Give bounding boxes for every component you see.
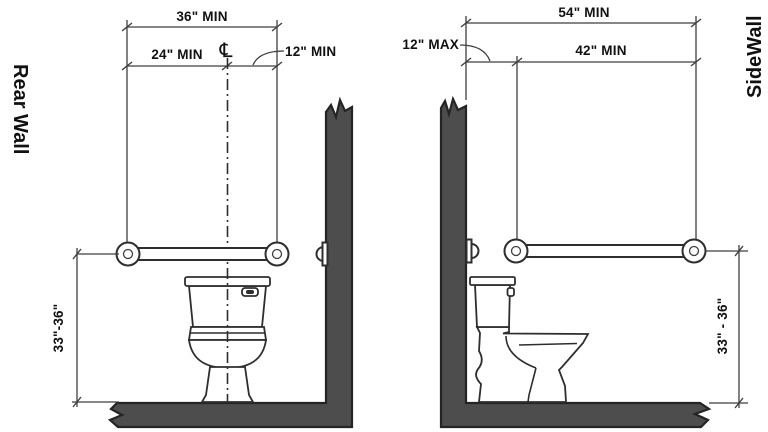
rear-view-wall-and-floor — [107, 96, 354, 429]
grab-bar-flange-right-inner — [271, 248, 283, 260]
flush-handle-grip — [246, 290, 254, 294]
dim-label-12-min: 12" MIN — [285, 44, 336, 59]
leader-arc-12-max — [459, 44, 491, 62]
centerline-symbol: ℄ — [219, 40, 233, 62]
dim-tick — [271, 22, 283, 32]
dim-tick — [72, 396, 82, 408]
dim-label-height-rear: 33"-36" — [51, 304, 66, 353]
grab-bar-tube — [127, 247, 278, 261]
side-bar-end-view — [315, 241, 329, 267]
toilet-side-view — [469, 276, 590, 403]
rear-bar-end-plate — [465, 238, 473, 264]
dim-tick — [460, 57, 472, 67]
bowl-underside-curve — [505, 335, 537, 369]
leader-arc-12-min — [252, 50, 285, 66]
dim-label-height-side: 33" - 36" — [715, 298, 730, 355]
toilet-tank-lid — [469, 276, 516, 286]
dim-tick — [460, 18, 472, 28]
dim-tick — [511, 57, 523, 67]
rear-bar-end-view — [465, 238, 480, 264]
grab-bar-flange-left-inner — [122, 248, 134, 260]
toilet-body — [475, 326, 590, 403]
seat-inner-line — [518, 342, 578, 346]
side-grab-bar — [503, 238, 707, 264]
toilet-tank — [474, 284, 511, 328]
dim-label-36-min: 36" MIN — [176, 9, 227, 24]
dim-label-54-min: 54" MIN — [558, 5, 609, 20]
dim-tick — [690, 57, 702, 67]
dimension-12max-42min: 12" MAX 42" MIN — [402, 37, 702, 67]
rear-bar-end-knob — [471, 243, 480, 259]
grab-bar-flange-right — [681, 238, 707, 264]
rear-wall-view: 36" MIN 24" MIN ℄ 12" MIN — [9, 9, 354, 429]
dim-label-12-max: 12" MAX — [402, 37, 459, 52]
pedestal-back-line — [527, 367, 537, 403]
side-wall-label: SideWall — [744, 15, 766, 98]
dimension-24-12-min: 24" MIN ℄ 12" MIN — [121, 40, 336, 71]
dim-tick — [121, 61, 133, 71]
side-wall-view: 54" MIN 12" MAX 42" MIN — [402, 5, 766, 429]
side-view-wall-and-floor — [439, 95, 712, 429]
flush-button — [506, 287, 515, 297]
dim-tick — [72, 248, 82, 260]
dim-label-42-min: 42" MIN — [575, 43, 626, 58]
dim-label-24-min: 24" MIN — [151, 47, 202, 62]
toilet-pedestal — [200, 366, 255, 403]
rear-grab-bar — [115, 241, 290, 267]
toilet-front-view — [184, 58, 271, 403]
grab-bar-flange-right-inner — [688, 245, 700, 257]
grab-bar-flange-left — [115, 241, 141, 267]
grab-bar-flange-left-inner — [510, 245, 522, 257]
dim-tick — [271, 61, 283, 71]
grab-bar-tube — [515, 244, 695, 258]
dim-tick — [734, 245, 744, 257]
height-dimension-side: 33" - 36" — [705, 245, 748, 409]
grab-bar-flange-left — [503, 238, 529, 264]
dimension-36-min: 36" MIN — [121, 9, 283, 32]
height-dimension-rear: 33"-36" — [51, 248, 119, 408]
grab-bar-flange-right — [264, 241, 290, 267]
dim-tick — [734, 397, 744, 409]
dimension-54-min: 54" MIN — [460, 5, 702, 28]
dim-tick — [690, 18, 702, 28]
dim-tick — [121, 22, 133, 32]
side-bar-end-plate — [321, 241, 329, 267]
rear-wall-label: Rear Wall — [9, 64, 31, 154]
